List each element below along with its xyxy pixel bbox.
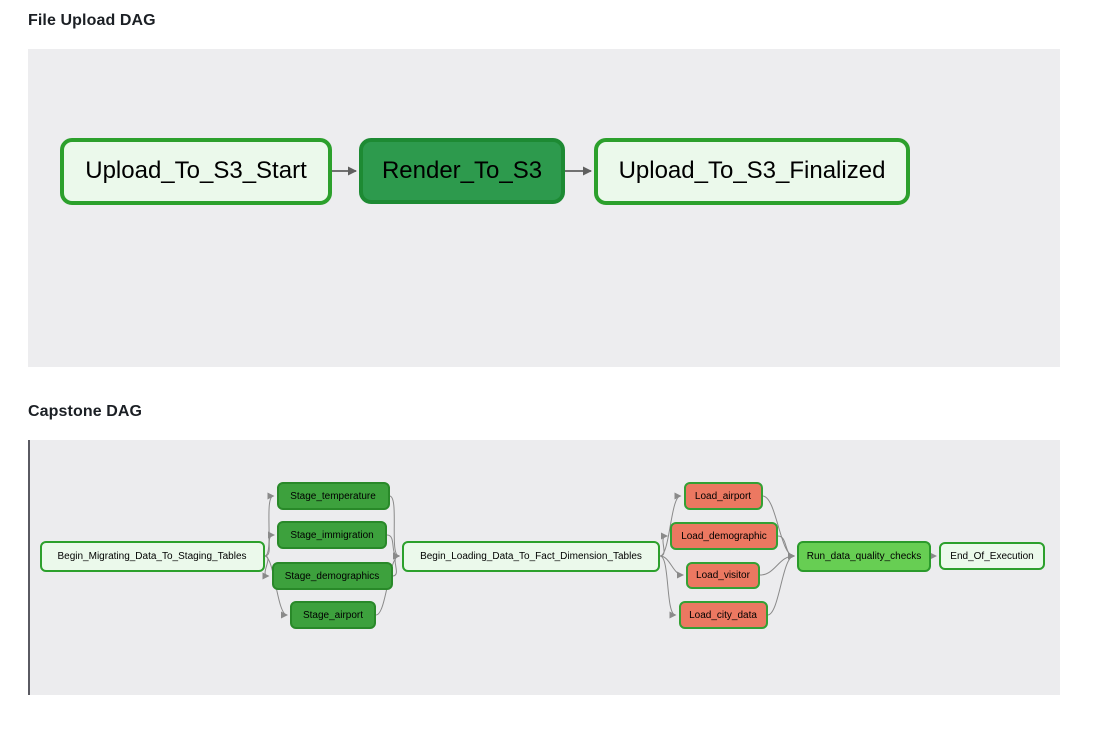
edge-stage_demographics-to-begin_loading	[392, 552, 400, 577]
dag-node-upload_to_s3_finalized: Upload_To_S3_Finalized	[594, 137, 910, 205]
edge-begin_loading-to-load_demographic	[659, 532, 668, 557]
dag-node-upload_to_s3_start: Upload_To_S3_Start	[60, 137, 332, 205]
file-upload-dag-image[interactable]: Upload_To_S3_Start Render_To_S3 Upload_To_…	[28, 49, 1060, 367]
dag-node-stage_demographics: Stage_demographics	[271, 562, 393, 590]
section-file-upload-dag: File Upload DAG Upload_To_S3_Start Render…	[28, 12, 1060, 367]
dag-node-begin_loading: Begin_Loading_Data_To_Fact_Dimension_Tab…	[402, 540, 660, 572]
edge-begin_migrating-to-stage_demographics	[262, 555, 270, 580]
dag-node-stage_temperature: Stage_temperature	[276, 482, 390, 510]
section-capstone-dag: Capstone DAG Begin_Migrating_Data_To_Sta…	[28, 403, 1060, 695]
edge-load_demographic-to-run_data_quality_checks	[777, 535, 795, 560]
edge-begin_migrating-to-stage_temperature	[264, 492, 275, 557]
dag-node-load_demographic: Load_demographic	[670, 522, 778, 550]
dag-node-load_visitor: Load_visitor	[686, 561, 760, 589]
edge-begin_loading-to-load_visitor	[659, 555, 684, 579]
dag-node-stage_airport: Stage_airport	[290, 601, 376, 629]
edge-stage_temperature-to-begin_loading	[389, 495, 400, 560]
dag-node-load_airport: Load_airport	[683, 482, 763, 510]
dag-node-run_data_quality_checks: Run_data_quality_checks	[797, 540, 931, 572]
edge-begin_loading-to-load_city_data	[659, 555, 677, 619]
dag-node-begin_migrating: Begin_Migrating_Data_To_Staging_Tables	[39, 540, 265, 572]
dag-node-load_city_data: Load_city_data	[678, 601, 768, 629]
edge-load_city_data-to-run_data_quality_checks	[767, 552, 795, 616]
file-upload-dag-title: File Upload DAG	[28, 12, 156, 29]
dag-node-stage_immigration: Stage_immigration	[277, 521, 387, 549]
edge-stage_immigration-to-begin_loading	[386, 534, 400, 560]
dag-node-render_to_s3: Render_To_S3	[359, 138, 565, 204]
dag-node-end_of_execution: End_Of_Execution	[939, 542, 1045, 570]
edge-begin_migrating-to-stage_immigration	[264, 531, 275, 557]
capstone-dag-title: Capstone DAG	[28, 403, 143, 420]
page: File Upload DAG Upload_To_S3_Start Render…	[28, 12, 1060, 695]
edge-load_visitor-to-run_data_quality_checks	[759, 552, 795, 576]
file-upload-dag-edges	[332, 166, 592, 176]
